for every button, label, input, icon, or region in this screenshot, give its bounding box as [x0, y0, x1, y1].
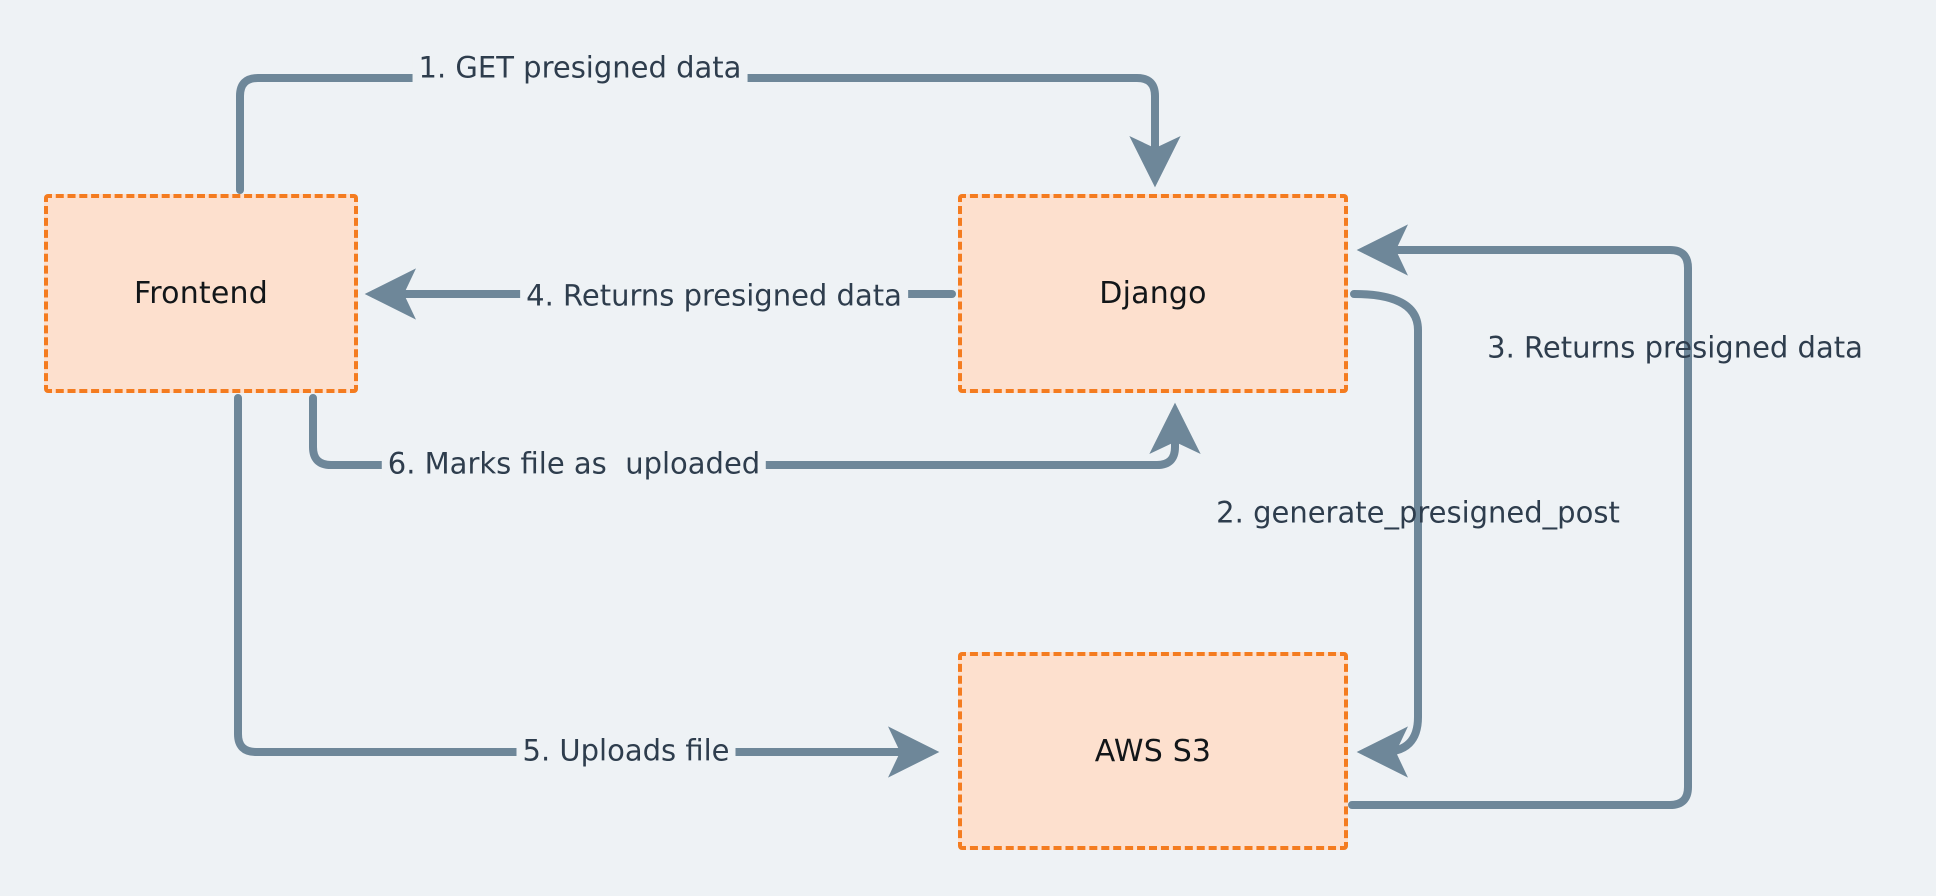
- node-django[interactable]: Django: [958, 194, 1348, 393]
- edge-path-5-uploads-file: [234, 394, 940, 778]
- edge-label-2-generate-presigned-post: 2. generate_presigned_post: [1216, 495, 1620, 530]
- edge-path-2-generate-presigned-post: [1350, 290, 1422, 778]
- node-frontend-label: Frontend: [134, 276, 268, 311]
- edge-label-4-returns-presigned-data: 4. Returns presigned data: [520, 278, 908, 314]
- edge-label-1-get-presigned-data: 1. GET presigned data: [412, 50, 748, 86]
- edge-label-3-returns-presigned-data: 3. Returns presigned data: [1487, 330, 1863, 365]
- node-frontend[interactable]: Frontend: [44, 194, 358, 393]
- edge-label-6-marks-file-as-uploaded: 6. Marks file as uploaded: [381, 446, 767, 482]
- edge-path-3-returns-presigned-data: [1348, 224, 1692, 809]
- edge-label-5-uploads-file: 5. Uploads file: [516, 733, 736, 769]
- node-aws-s3[interactable]: AWS S3: [958, 652, 1348, 850]
- node-django-label: Django: [1099, 276, 1207, 311]
- node-aws-s3-label: AWS S3: [1094, 733, 1212, 769]
- edge-path-1-get-presigned-data: [236, 74, 1181, 194]
